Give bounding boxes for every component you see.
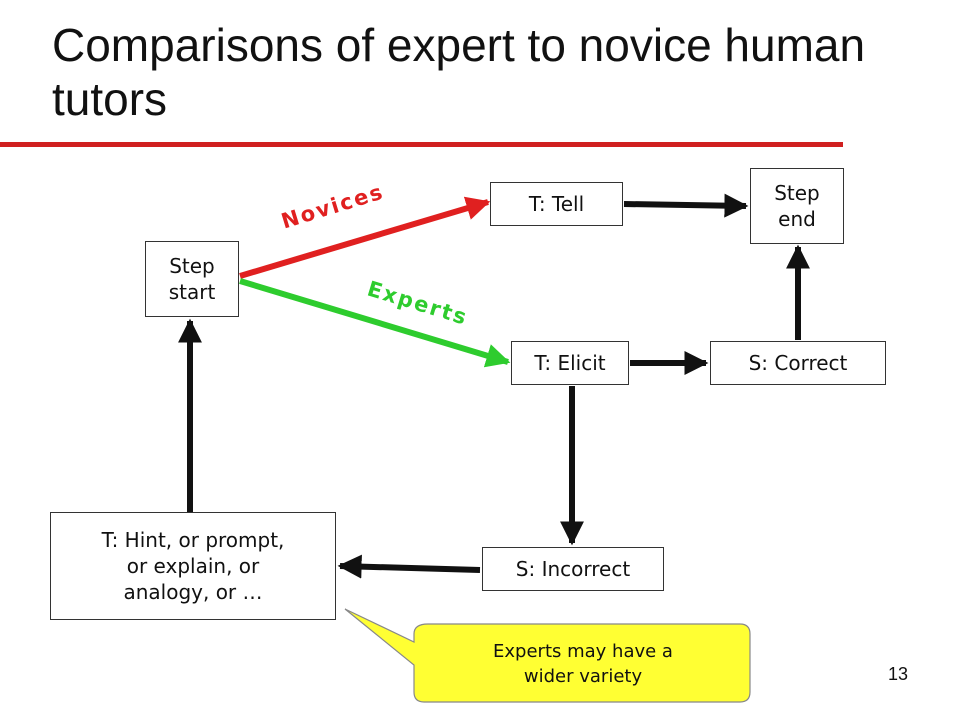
callout-line2: wider variety [523, 666, 643, 687]
node-t-elicit: T: Elicit [511, 341, 629, 385]
experts-arrow [239, 278, 511, 368]
node-step-start: Step start [145, 241, 239, 317]
node-step-end: Step end [750, 168, 844, 244]
node-step-end-line1: Step [774, 181, 820, 205]
node-step-end-line2: end [778, 207, 816, 231]
node-t-tell: T: Tell [490, 182, 623, 226]
title-rule [0, 142, 843, 147]
page-number: 13 [888, 664, 909, 684]
callout-line1: Experts may have a [493, 641, 673, 662]
node-t-hint-line2: or explain, or [126, 554, 260, 578]
node-t-tell-label: T: Tell [528, 192, 585, 216]
node-step-start-line1: Step [169, 254, 215, 278]
novices-arrow [239, 196, 491, 279]
incorrect-to-hint-arrow [337, 554, 481, 579]
node-step-start-line2: start [168, 280, 216, 304]
tell-to-end-arrow [623, 193, 749, 218]
callout-text: Experts may have a wider variety [416, 627, 750, 701]
callout-bubble [344, 608, 751, 703]
node-s-incorrect: S: Incorrect [482, 547, 664, 591]
node-t-elicit-label: T: Elicit [534, 351, 606, 375]
node-s-correct: S: Correct [710, 341, 886, 385]
node-t-hint-line3: analogy, or … [123, 580, 263, 604]
slide-title: Comparisons of expert to novice human tu… [52, 19, 866, 125]
node-s-correct-label: S: Correct [748, 351, 848, 375]
node-t-hint: T: Hint, or prompt, or explain, or analo… [50, 512, 336, 620]
node-t-hint-line1: T: Hint, or prompt, [101, 528, 285, 552]
node-s-incorrect-label: S: Incorrect [515, 557, 631, 581]
